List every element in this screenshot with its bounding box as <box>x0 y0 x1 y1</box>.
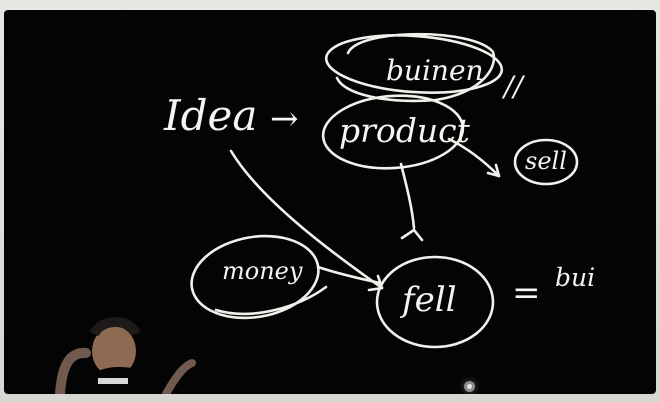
sell-ellipse <box>513 138 579 186</box>
product-ellipse <box>321 94 465 170</box>
presenter-image <box>55 317 196 394</box>
product-to-sell-arrow-head <box>486 163 501 178</box>
product-to-fell-arrow <box>399 162 416 230</box>
blackboard-screen: buinen Idea → product // sell money fell… <box>4 10 656 394</box>
money-to-fell-arrow <box>316 265 382 285</box>
sell-label: sell <box>525 147 567 175</box>
idea-to-fell-arrow-head <box>367 274 384 292</box>
business-ellipse <box>324 34 504 94</box>
presenter-face <box>92 326 136 376</box>
cursor-icon <box>464 381 475 392</box>
shirt-logo <box>98 378 128 384</box>
product-to-fell-arrow-head <box>400 228 424 242</box>
equals-mark: = <box>512 273 541 313</box>
idea-label: Idea <box>163 91 257 140</box>
idea-to-fell-arrow <box>229 149 384 290</box>
chalk-diagram: buinen Idea → product // sell money fell… <box>163 32 595 349</box>
product-to-sell-arrow <box>447 137 501 178</box>
money-underline <box>214 285 328 316</box>
bui-label: bui <box>555 263 595 292</box>
idea-arrow-label: → <box>270 99 299 139</box>
product-label: product <box>339 111 471 150</box>
presenter-arm-left <box>55 348 91 394</box>
presenter-hair <box>89 317 141 337</box>
business-label: buinen <box>386 54 484 87</box>
presenter-arm-right <box>162 359 196 394</box>
parallel-mark: // <box>501 70 525 103</box>
fell-label: fell <box>399 280 456 320</box>
money-label: money <box>222 257 303 285</box>
fell-ellipse <box>375 255 495 349</box>
